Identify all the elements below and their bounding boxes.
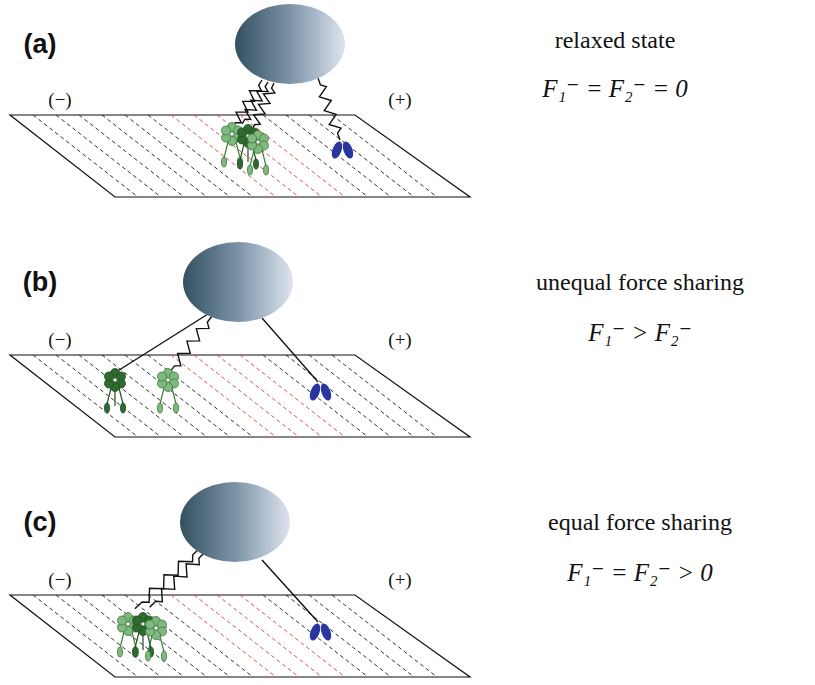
panel-c-illustration [10, 482, 470, 677]
panel-letter: (a) [24, 29, 57, 60]
plus-end-label: (+) [388, 569, 411, 591]
plus-end-label: (+) [388, 329, 411, 351]
panel-a-illustration [10, 4, 470, 197]
state-description: equal force sharing [548, 509, 732, 536]
minus-end-label: (−) [48, 89, 71, 111]
plus-end-label: (+) [388, 89, 411, 111]
force-relation: F₁⁻ = F₂⁻ = 0 [542, 74, 688, 103]
panel-letter: (b) [23, 267, 57, 298]
minus-end-label: (−) [48, 329, 71, 351]
state-description: unequal force sharing [536, 269, 744, 296]
panel-letter: (c) [24, 507, 57, 538]
force-relation: F₁⁻ > F₂⁻ [588, 318, 692, 347]
state-description: relaxed state [555, 27, 676, 54]
minus-end-label: (−) [48, 569, 71, 591]
force-relation: F₁⁻ = F₂⁻ > 0 [567, 558, 713, 587]
panel-b-illustration [10, 242, 470, 437]
